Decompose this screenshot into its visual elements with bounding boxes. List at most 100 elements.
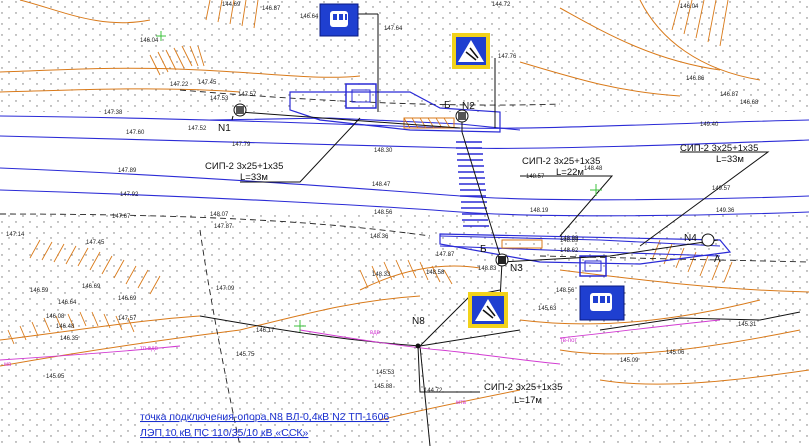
- bus-stop-bottom: [439, 233, 732, 277]
- letter-a: А: [714, 254, 721, 265]
- elevation-label: 147.38: [104, 110, 123, 116]
- elevation-label: 146.87: [720, 92, 739, 98]
- elevation-label: 146.59: [30, 288, 49, 294]
- elevation-label: 147.45: [86, 240, 105, 246]
- connection-note-line1: точка подключения-опора N8 ВЛ-0,4кВ N2 Т…: [140, 411, 389, 423]
- cable-label-4-length: L=17м: [514, 395, 542, 406]
- elevation-label: 148.33: [372, 272, 391, 278]
- elevation-label: 148.47: [372, 182, 391, 188]
- elevation-label: 146.08: [46, 314, 65, 320]
- elevation-label: 147.92: [120, 192, 139, 198]
- letter-b-top: Б: [444, 100, 451, 111]
- elevation-label: 145.63: [538, 306, 557, 312]
- elevation-label: 147.76: [498, 54, 517, 60]
- elevation-label: 148.58: [426, 270, 445, 276]
- elevation-label: 146.04: [680, 4, 699, 10]
- elevation-label: 144.69: [222, 2, 241, 8]
- elevation-label: 148.89: [560, 238, 579, 244]
- pink-label-3: мтв: [456, 400, 466, 406]
- elevation-label: 145.09: [620, 358, 639, 364]
- elevation-label: 147.45: [198, 80, 217, 86]
- node-n8: N8: [412, 316, 425, 327]
- elevation-label: 146.04: [140, 38, 159, 44]
- elevation-label: 145.88: [374, 384, 393, 390]
- node-n1: N1: [218, 123, 231, 134]
- cable-label-3-length: L=33м: [716, 154, 744, 165]
- cable-label-2-length: L=22м: [556, 167, 584, 178]
- crosswalk-sign-top: [452, 33, 490, 69]
- elevation-label: 145.53: [376, 370, 395, 376]
- elevation-label: 146.17: [256, 328, 275, 334]
- cable-label-4-type: СИП-2 3х25+1х35: [484, 382, 562, 393]
- pink-label-1: вдв: [370, 330, 380, 336]
- elevation-label: 148.83: [478, 266, 497, 272]
- elevation-label: 147.53: [210, 96, 229, 102]
- elevation-label: 146.48: [56, 324, 75, 330]
- pink-label-5: мв: [4, 362, 11, 368]
- elevation-label: 145.06: [666, 350, 685, 356]
- bus-stop-sign-bottom: [579, 285, 625, 321]
- pink-lines: [0, 319, 721, 365]
- elevation-label: 144.72: [424, 388, 443, 394]
- elevation-label: 145.31: [738, 322, 757, 328]
- elevation-label: 148.36: [370, 234, 389, 240]
- elevation-label: 147.67: [112, 214, 131, 220]
- elevation-label: 147.79: [232, 142, 251, 148]
- elevation-label: 147.22: [170, 82, 189, 88]
- bus-stop-top: [289, 83, 501, 133]
- elevation-label: 147.57: [118, 316, 137, 322]
- elevation-label: 146.64: [58, 300, 77, 306]
- elevation-label: 148.56: [556, 288, 575, 294]
- elevation-label: 149.40: [700, 122, 719, 128]
- cable-label-1-length: L=33м: [240, 172, 268, 183]
- elevation-label: 147.57: [238, 92, 257, 98]
- letter-b-bottom: Б: [480, 244, 487, 255]
- elevation-label: 147.89: [118, 168, 137, 174]
- elevation-label: 147.09: [216, 286, 235, 292]
- elevation-label: 147.64: [384, 26, 403, 32]
- crosswalk-sign-bottom: [468, 292, 508, 328]
- elevation-label: 146.69: [118, 296, 137, 302]
- elevation-label: 144.72: [492, 2, 511, 8]
- elevation-label: 149.36: [716, 208, 735, 214]
- elevation-label: 146.69: [82, 284, 101, 290]
- contour-lines: [0, 0, 809, 421]
- elevation-label: 148.19: [530, 208, 549, 214]
- poles: [233, 103, 715, 349]
- elevation-label: 148.30: [374, 148, 393, 154]
- elevation-label: 148.62: [560, 248, 579, 254]
- pink-label-4: тв-пот: [560, 338, 577, 344]
- road-lines: [0, 115, 809, 257]
- elevation-label: 148.56: [374, 210, 393, 216]
- elevation-label: 147.52: [188, 126, 207, 132]
- node-n4: N4: [684, 233, 697, 244]
- elevation-label: 146.64: [300, 14, 319, 20]
- cable-label-3-type: СИП-2 3х25+1х35: [680, 143, 758, 154]
- elevation-labels: 144.69 146.87 146.64 147.64 144.72 147.76 146.…: [6, 2, 759, 394]
- node-n3: N3: [510, 263, 523, 274]
- elevation-label: 148.07: [210, 212, 229, 218]
- pink-label-2: тп-вдв: [140, 346, 158, 352]
- cable-label-1-type: СИП-2 3х25+1х35: [205, 161, 283, 172]
- elevation-label: 146.68: [740, 100, 759, 106]
- elevation-label: 146.86: [686, 76, 705, 82]
- elevation-label: 149.57: [712, 186, 731, 192]
- elevation-label: 147.14: [6, 232, 25, 238]
- elevation-label: 148.48: [584, 166, 603, 172]
- elevation-label: 147.87: [436, 252, 455, 258]
- bus-stop-sign-top: [319, 3, 359, 37]
- elevation-label: 147.87: [214, 224, 233, 230]
- zebra-crossing: [456, 141, 489, 227]
- elevation-label: 145.75: [236, 352, 255, 358]
- survey-crosses: [156, 31, 602, 332]
- elevation-label: 147.60: [126, 130, 145, 136]
- elevation-label: 146.35: [60, 336, 79, 342]
- connection-note-line2: ЛЭП 10 кВ ПС 110/35/10 кВ «ССК»: [140, 427, 309, 439]
- cable-label-2-type: СИП-2 3х25+1х35: [522, 156, 600, 167]
- elevation-label: 148.99: [560, 236, 579, 242]
- elevation-label: 148.57: [526, 174, 545, 180]
- node-n2: N2: [462, 101, 475, 112]
